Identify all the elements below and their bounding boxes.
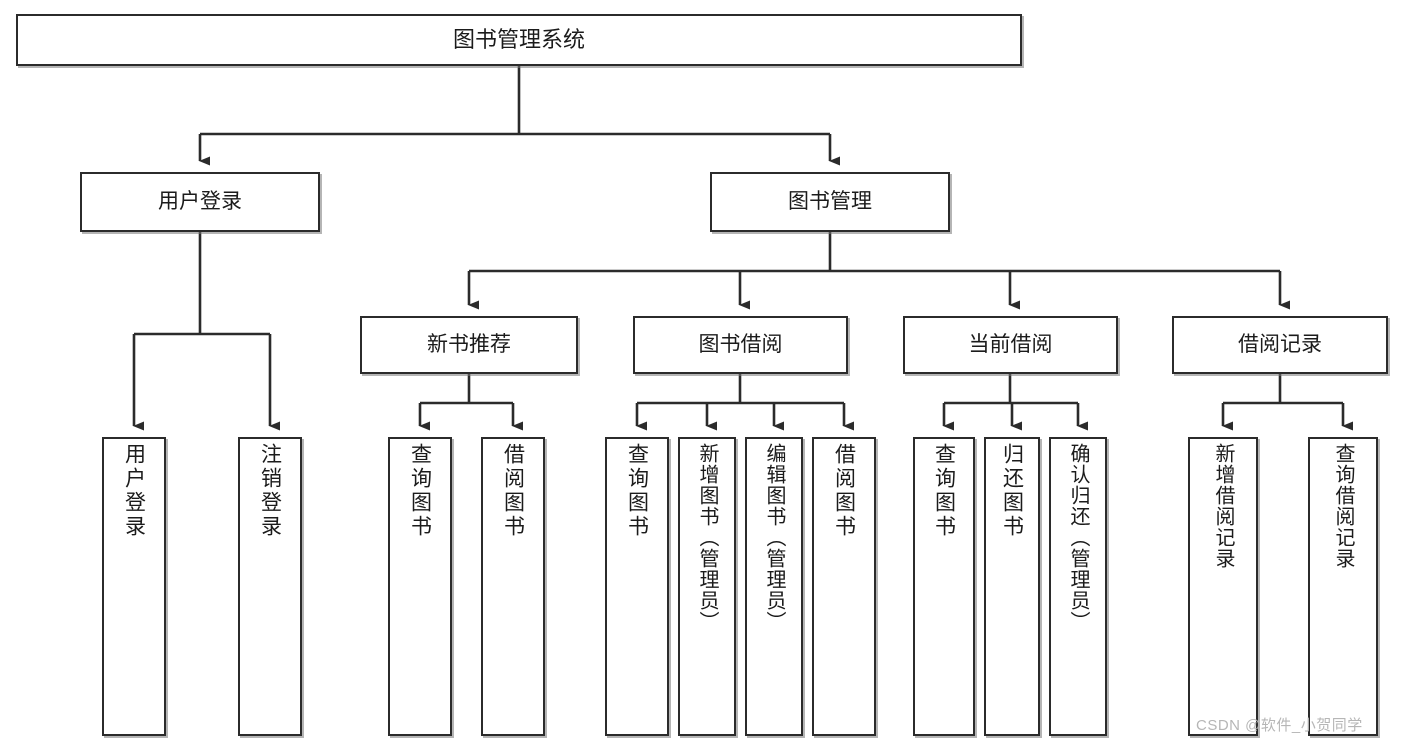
edges-root (198, 66, 840, 166)
leaf-user-login-label: 用户登录 (122, 443, 146, 539)
leaf-edit-book-admin-label: 编辑图书（管理员） (763, 443, 785, 632)
leaf-add-book-admin-label: 新增图书（管理员） (696, 443, 718, 632)
node-current-borrow[interactable]: 当前借阅 (903, 316, 1118, 374)
leaf-add-book-admin[interactable]: 新增图书（管理员） (678, 437, 736, 736)
node-borrow-record-label: 借阅记录 (1238, 333, 1322, 357)
leaf-return-books-label: 归还图书 (1000, 443, 1024, 539)
leaf-query-books-borrow[interactable]: 查询图书 (605, 437, 669, 736)
node-user-login[interactable]: 用户登录 (80, 172, 320, 232)
leaf-confirm-return-admin-label: 确认归还（管理员） (1067, 443, 1089, 632)
edges-borrow-group (635, 374, 854, 431)
node-book-management-label: 图书管理 (788, 190, 872, 214)
leaf-user-login[interactable]: 用户登录 (102, 437, 166, 736)
node-root[interactable]: 图书管理系统 (16, 14, 1022, 66)
leaf-borrow-books-label: 借阅图书 (832, 443, 856, 539)
leaf-add-borrow-record[interactable]: 新增借阅记录 (1188, 437, 1258, 736)
leaf-edit-book-admin[interactable]: 编辑图书（管理员） (745, 437, 803, 736)
leaf-add-borrow-record-label: 新增借阅记录 (1212, 443, 1234, 569)
leaf-return-books[interactable]: 归还图书 (984, 437, 1040, 736)
node-borrow-record[interactable]: 借阅记录 (1172, 316, 1388, 374)
leaf-borrow-books-recommend-label: 借阅图书 (501, 443, 525, 539)
leaf-query-books-current-label: 查询图书 (932, 443, 956, 539)
leaf-query-borrow-record[interactable]: 查询借阅记录 (1308, 437, 1378, 736)
leaf-query-books-recommend-label: 查询图书 (408, 443, 432, 539)
leaf-query-books-recommend[interactable]: 查询图书 (388, 437, 452, 736)
csdn-watermark: CSDN @软件_小贺同学 (1196, 717, 1363, 734)
edges-current-borrow-group (942, 374, 1088, 431)
leaf-borrow-books-recommend[interactable]: 借阅图书 (481, 437, 545, 736)
leaf-logout-label: 注销登录 (258, 443, 282, 539)
node-new-book-recommend-label: 新书推荐 (427, 333, 511, 357)
edges-record-group (1221, 374, 1353, 431)
leaf-borrow-books[interactable]: 借阅图书 (812, 437, 876, 736)
edges-book-manage (467, 232, 1290, 310)
node-book-management[interactable]: 图书管理 (710, 172, 950, 232)
edges-new-book-group (418, 374, 523, 431)
leaf-logout[interactable]: 注销登录 (238, 437, 302, 736)
node-user-login-label: 用户登录 (158, 190, 242, 214)
node-book-borrow[interactable]: 图书借阅 (633, 316, 848, 374)
leaf-query-books-borrow-label: 查询图书 (625, 443, 649, 539)
leaf-confirm-return-admin[interactable]: 确认归还（管理员） (1049, 437, 1107, 736)
leaf-query-books-current[interactable]: 查询图书 (913, 437, 975, 736)
node-root-label: 图书管理系统 (452, 26, 585, 52)
leaf-query-borrow-record-label: 查询借阅记录 (1332, 443, 1354, 569)
node-new-book-recommend[interactable]: 新书推荐 (360, 316, 578, 374)
edges-user-login (132, 232, 280, 431)
node-current-borrow-label: 当前借阅 (968, 333, 1053, 357)
node-book-borrow-label: 图书借阅 (698, 333, 783, 357)
